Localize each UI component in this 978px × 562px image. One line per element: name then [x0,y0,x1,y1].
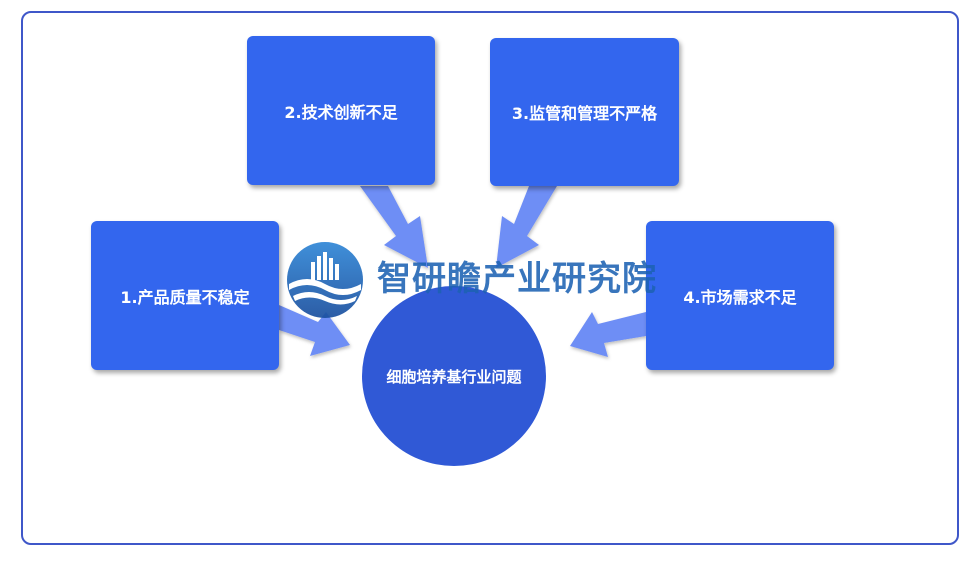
node-4-label: 4.市场需求不足 [683,287,797,307]
logo-emblem-icon [287,242,363,318]
watermark-text: 智研瞻产业研究院 [377,259,657,299]
center-topic-circle: 细胞培养基行业问题 [362,286,546,466]
node-1-label: 1.产品质量不稳定 [120,287,250,307]
center-topic-label: 细胞培养基行业问题 [386,367,522,386]
node-2-label: 2.技术创新不足 [284,102,398,122]
node-4-box: 4.市场需求不足 [646,221,834,370]
watermark-logo: 智研瞻产业研究院 [285,237,685,321]
node-3-label: 3.监管和管理不严格 [511,104,658,123]
node-2-box: 2.技术创新不足 [247,36,435,185]
node-1-box: 1.产品质量不稳定 [91,221,279,370]
node-3-box: 3.监管和管理不严格 [490,38,679,186]
